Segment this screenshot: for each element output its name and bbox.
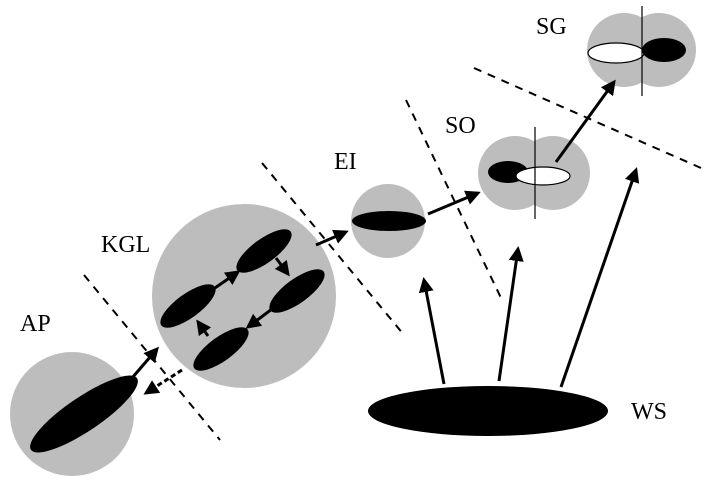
ei-node bbox=[351, 184, 426, 258]
ws-arrow-middle bbox=[497, 246, 524, 382]
kgl-ellipse-left bbox=[160, 284, 216, 328]
kgl-arrow-top-to-right bbox=[274, 257, 290, 277]
arrow-ei-to-so bbox=[427, 190, 481, 216]
label-kgl: KGL bbox=[101, 232, 150, 258]
dotted-arrow-kgl-to-ap bbox=[143, 368, 183, 395]
ap-black-ellipse bbox=[30, 375, 138, 453]
kgl-node bbox=[152, 204, 336, 388]
boundary-line-ei-so bbox=[405, 99, 503, 301]
arrow-so-to-sg bbox=[554, 79, 616, 163]
kgl-arrow-bottom-to-left bbox=[196, 319, 212, 337]
arrow-kgl-to-ei bbox=[315, 229, 349, 247]
ws-black-ellipse bbox=[368, 386, 608, 436]
label-ap: AP bbox=[20, 311, 51, 337]
kgl-ellipse-bottom bbox=[193, 327, 249, 371]
kgl-arrow-right-to-bottom bbox=[245, 307, 273, 329]
so-node bbox=[478, 127, 590, 219]
kgl-ellipse-right bbox=[269, 269, 325, 313]
label-so: SO bbox=[445, 113, 476, 139]
sg-node bbox=[587, 6, 696, 96]
label-ws: WS bbox=[631, 399, 667, 425]
so-white-ellipse bbox=[515, 166, 571, 186]
boundary-line-kgl-ei bbox=[261, 162, 405, 336]
label-sg: SG bbox=[536, 14, 567, 40]
kgl-arrow-left-to-top bbox=[211, 270, 241, 292]
kgl-sphere bbox=[152, 204, 336, 388]
ap-node bbox=[10, 352, 138, 476]
arrow-ap-to-kgl bbox=[130, 346, 159, 379]
sg-black-ellipse bbox=[642, 38, 686, 62]
sg-white-ellipse bbox=[587, 42, 645, 64]
ws-arrow-left bbox=[418, 277, 446, 385]
kgl-ellipse-top bbox=[236, 229, 292, 273]
ws-arrow-right bbox=[559, 167, 640, 388]
label-ei: EI bbox=[334, 149, 357, 175]
ei-black-ellipse bbox=[352, 211, 426, 231]
